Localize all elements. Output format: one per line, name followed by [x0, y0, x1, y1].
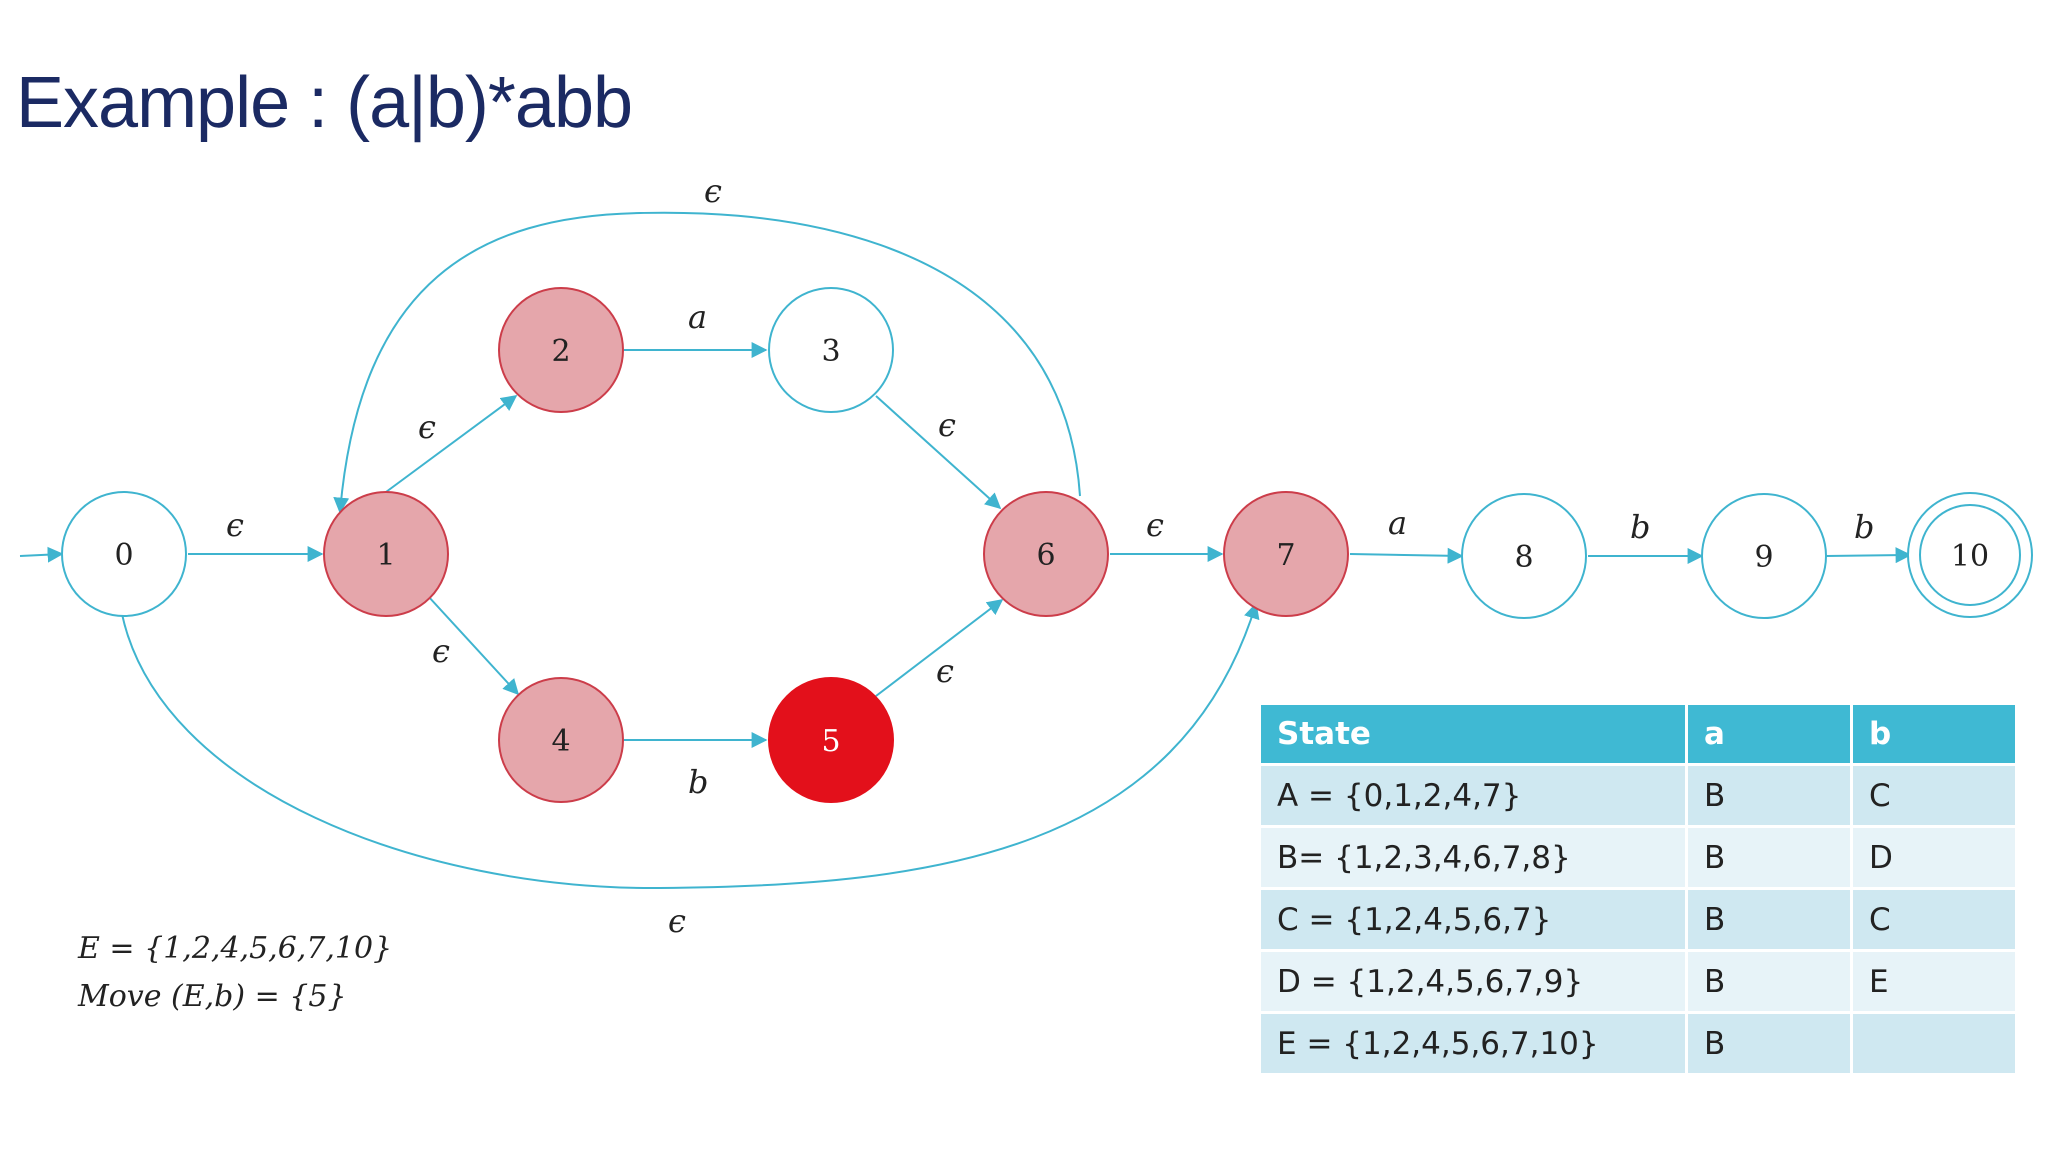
edge-label-2-3: a — [688, 298, 707, 336]
edge-label-3-6: ϵ — [938, 406, 956, 444]
edge-9-10 — [1825, 547, 1912, 564]
edge-0-7 — [121, 602, 1260, 890]
dfa-transition-table: State a b A = {0,1,2,4,7} B C B= {1,2,3,… — [1258, 702, 2018, 1076]
table-row: C = {1,2,4,5,6,7} B C — [1258, 887, 2018, 952]
header-a: a — [1685, 702, 1853, 766]
table-row: D = {1,2,4,5,6,7,9} B E — [1258, 949, 2018, 1014]
edge-label-9-10: b — [1854, 508, 1874, 546]
cell-state: A = {0,1,2,4,7} — [1258, 763, 1688, 828]
state-2: 2 — [498, 287, 624, 413]
state-label-7: 7 — [1276, 538, 1295, 573]
state-9: 9 — [1701, 493, 1827, 619]
edge-label-6-1: ϵ — [704, 172, 722, 210]
edge-label-5-6: ϵ — [936, 652, 954, 690]
cell-b — [1850, 1011, 2018, 1076]
state-label-0: 0 — [114, 538, 133, 573]
cell-state: D = {1,2,4,5,6,7,9} — [1258, 949, 1688, 1014]
state-label-1: 1 — [376, 538, 395, 573]
cell-b: E — [1850, 949, 2018, 1014]
cell-a: B — [1685, 949, 1853, 1014]
header-b: b — [1850, 702, 2018, 766]
header-state: State — [1258, 702, 1688, 766]
cell-a: B — [1685, 763, 1853, 828]
edge-label-8-9: b — [1630, 508, 1650, 546]
edge-7-8 — [1349, 547, 1464, 564]
edge-3-6 — [875, 395, 1002, 510]
table-header-row: State a b — [1258, 702, 2018, 766]
cell-b: C — [1850, 887, 2018, 952]
cell-a: B — [1685, 887, 1853, 952]
state-label-5: 5 — [821, 724, 840, 759]
state-6: 6 — [983, 491, 1109, 617]
state-label-2: 2 — [551, 334, 570, 369]
state-5: 5 — [768, 677, 894, 803]
cell-a: B — [1685, 825, 1853, 890]
cell-a: B — [1685, 1011, 1853, 1076]
state-8: 8 — [1461, 493, 1587, 619]
state-label-3: 3 — [821, 334, 840, 369]
cell-state: C = {1,2,4,5,6,7} — [1258, 887, 1688, 952]
edge-label-0-7: ϵ — [668, 902, 686, 940]
table-row: A = {0,1,2,4,7} B C — [1258, 763, 2018, 828]
edge-label-1-4: ϵ — [432, 632, 450, 670]
cell-b: D — [1850, 825, 2018, 890]
edge-5-6 — [875, 599, 1004, 697]
edge-label-4-5: b — [688, 763, 708, 801]
edge-label-1-2: ϵ — [418, 408, 436, 446]
slide-title: Example : (a|b)*abb — [16, 63, 633, 143]
edge-label-0-1: ϵ — [226, 506, 244, 544]
cell-state: B= {1,2,3,4,6,7,8} — [1258, 825, 1688, 890]
start-arrow — [19, 546, 64, 563]
state-label-10: 10 — [1951, 539, 1989, 574]
state-label-4: 4 — [551, 724, 570, 759]
edge-label-6-7: ϵ — [1146, 506, 1164, 544]
state-1: 1 — [323, 491, 449, 617]
edge-label-7-8: a — [1388, 504, 1407, 542]
state-3: 3 — [768, 287, 894, 413]
move-line: Move (E,b) = {5} — [78, 979, 347, 1014]
closure-set-line: E = {1,2,4,5,6,7,10} — [78, 931, 393, 966]
state-label-9: 9 — [1754, 540, 1773, 575]
state-0: 0 — [61, 491, 187, 617]
state-label-6: 6 — [1036, 538, 1055, 573]
state-10-accepting: 10 — [1907, 492, 2033, 618]
edge-1-2 — [385, 395, 518, 493]
table-row: B= {1,2,3,4,6,7,8} B D — [1258, 825, 2018, 890]
edge-1-4 — [427, 595, 520, 696]
edge-6-1 — [333, 211, 1081, 514]
state-label-8: 8 — [1514, 540, 1533, 575]
table-row: E = {1,2,4,5,6,7,10} B — [1258, 1011, 2018, 1076]
closure-notes: E = {1,2,4,5,6,7,10} Move (E,b) = {5} — [78, 925, 392, 1021]
state-4: 4 — [498, 677, 624, 803]
state-7: 7 — [1223, 491, 1349, 617]
cell-b: C — [1850, 763, 2018, 828]
cell-state: E = {1,2,4,5,6,7,10} — [1258, 1011, 1688, 1076]
